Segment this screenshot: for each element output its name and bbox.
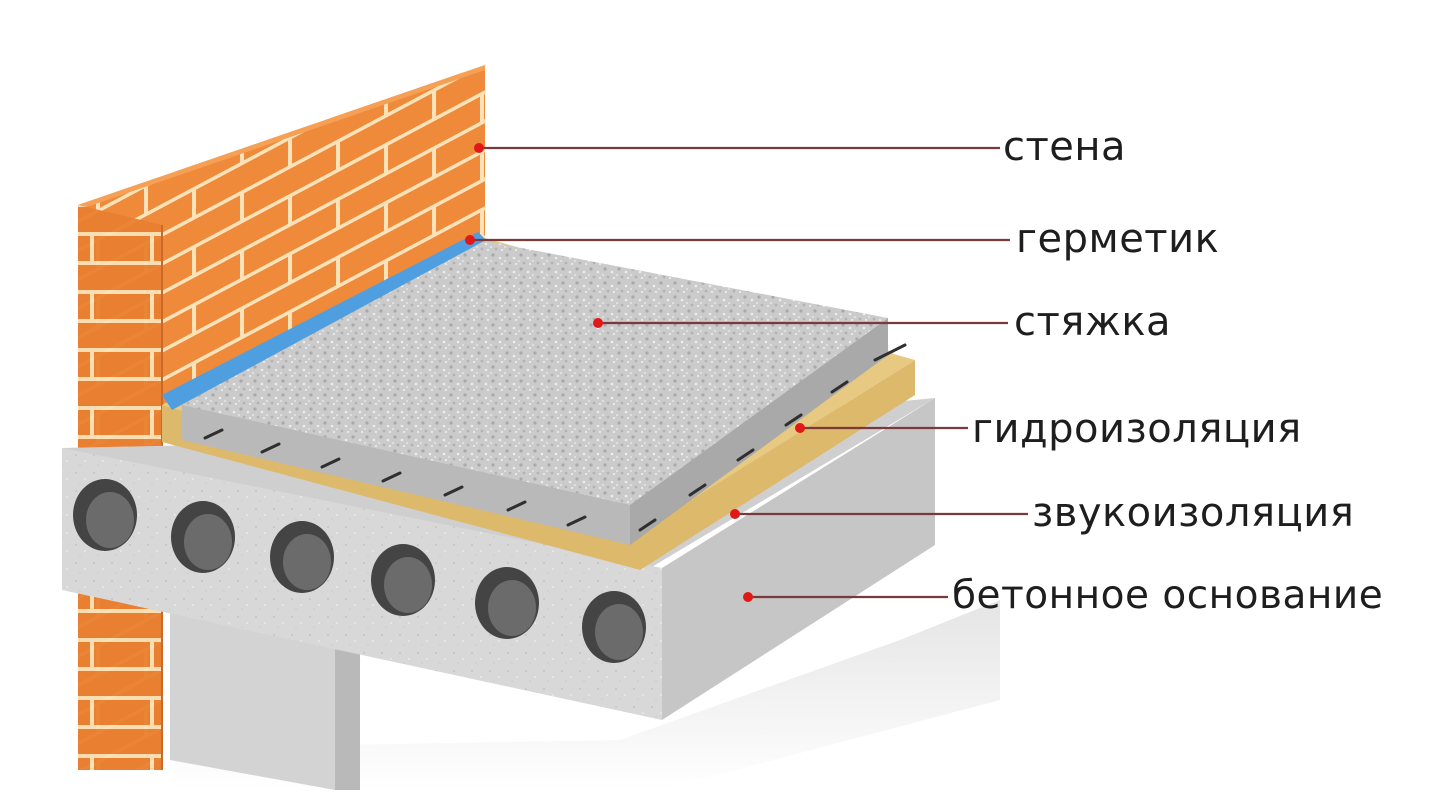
screed [182, 240, 888, 545]
label-concrete-base: бетонное основание [952, 573, 1384, 618]
marker-wall [474, 143, 484, 153]
marker-soundproofing [730, 509, 740, 519]
marker-waterproofing [795, 423, 805, 433]
label-wall: стена [1003, 124, 1127, 170]
slab-side [662, 398, 935, 720]
brick-wall-top [78, 65, 485, 210]
marker-screed [593, 318, 603, 328]
marker-concrete-base [743, 592, 753, 602]
leader-lines [470, 146, 1028, 599]
leader-markers [465, 143, 805, 602]
slab-cores-inner [86, 492, 643, 660]
marker-sealant [465, 235, 475, 245]
brick-wall-front [78, 65, 485, 770]
screed-side [630, 318, 888, 545]
label-waterproofing: гидроизоляция [972, 406, 1302, 452]
support-column [170, 598, 360, 790]
label-soundproofing: звукоизоляция [1032, 490, 1355, 536]
screed-top [182, 240, 888, 505]
sealant-strip [162, 232, 486, 410]
floor-shadow [175, 600, 1000, 790]
rebar-mesh [203, 343, 907, 532]
screed-front [182, 405, 630, 545]
label-screed: стяжка [1014, 299, 1172, 345]
label-sealant: герметик [1016, 216, 1220, 262]
